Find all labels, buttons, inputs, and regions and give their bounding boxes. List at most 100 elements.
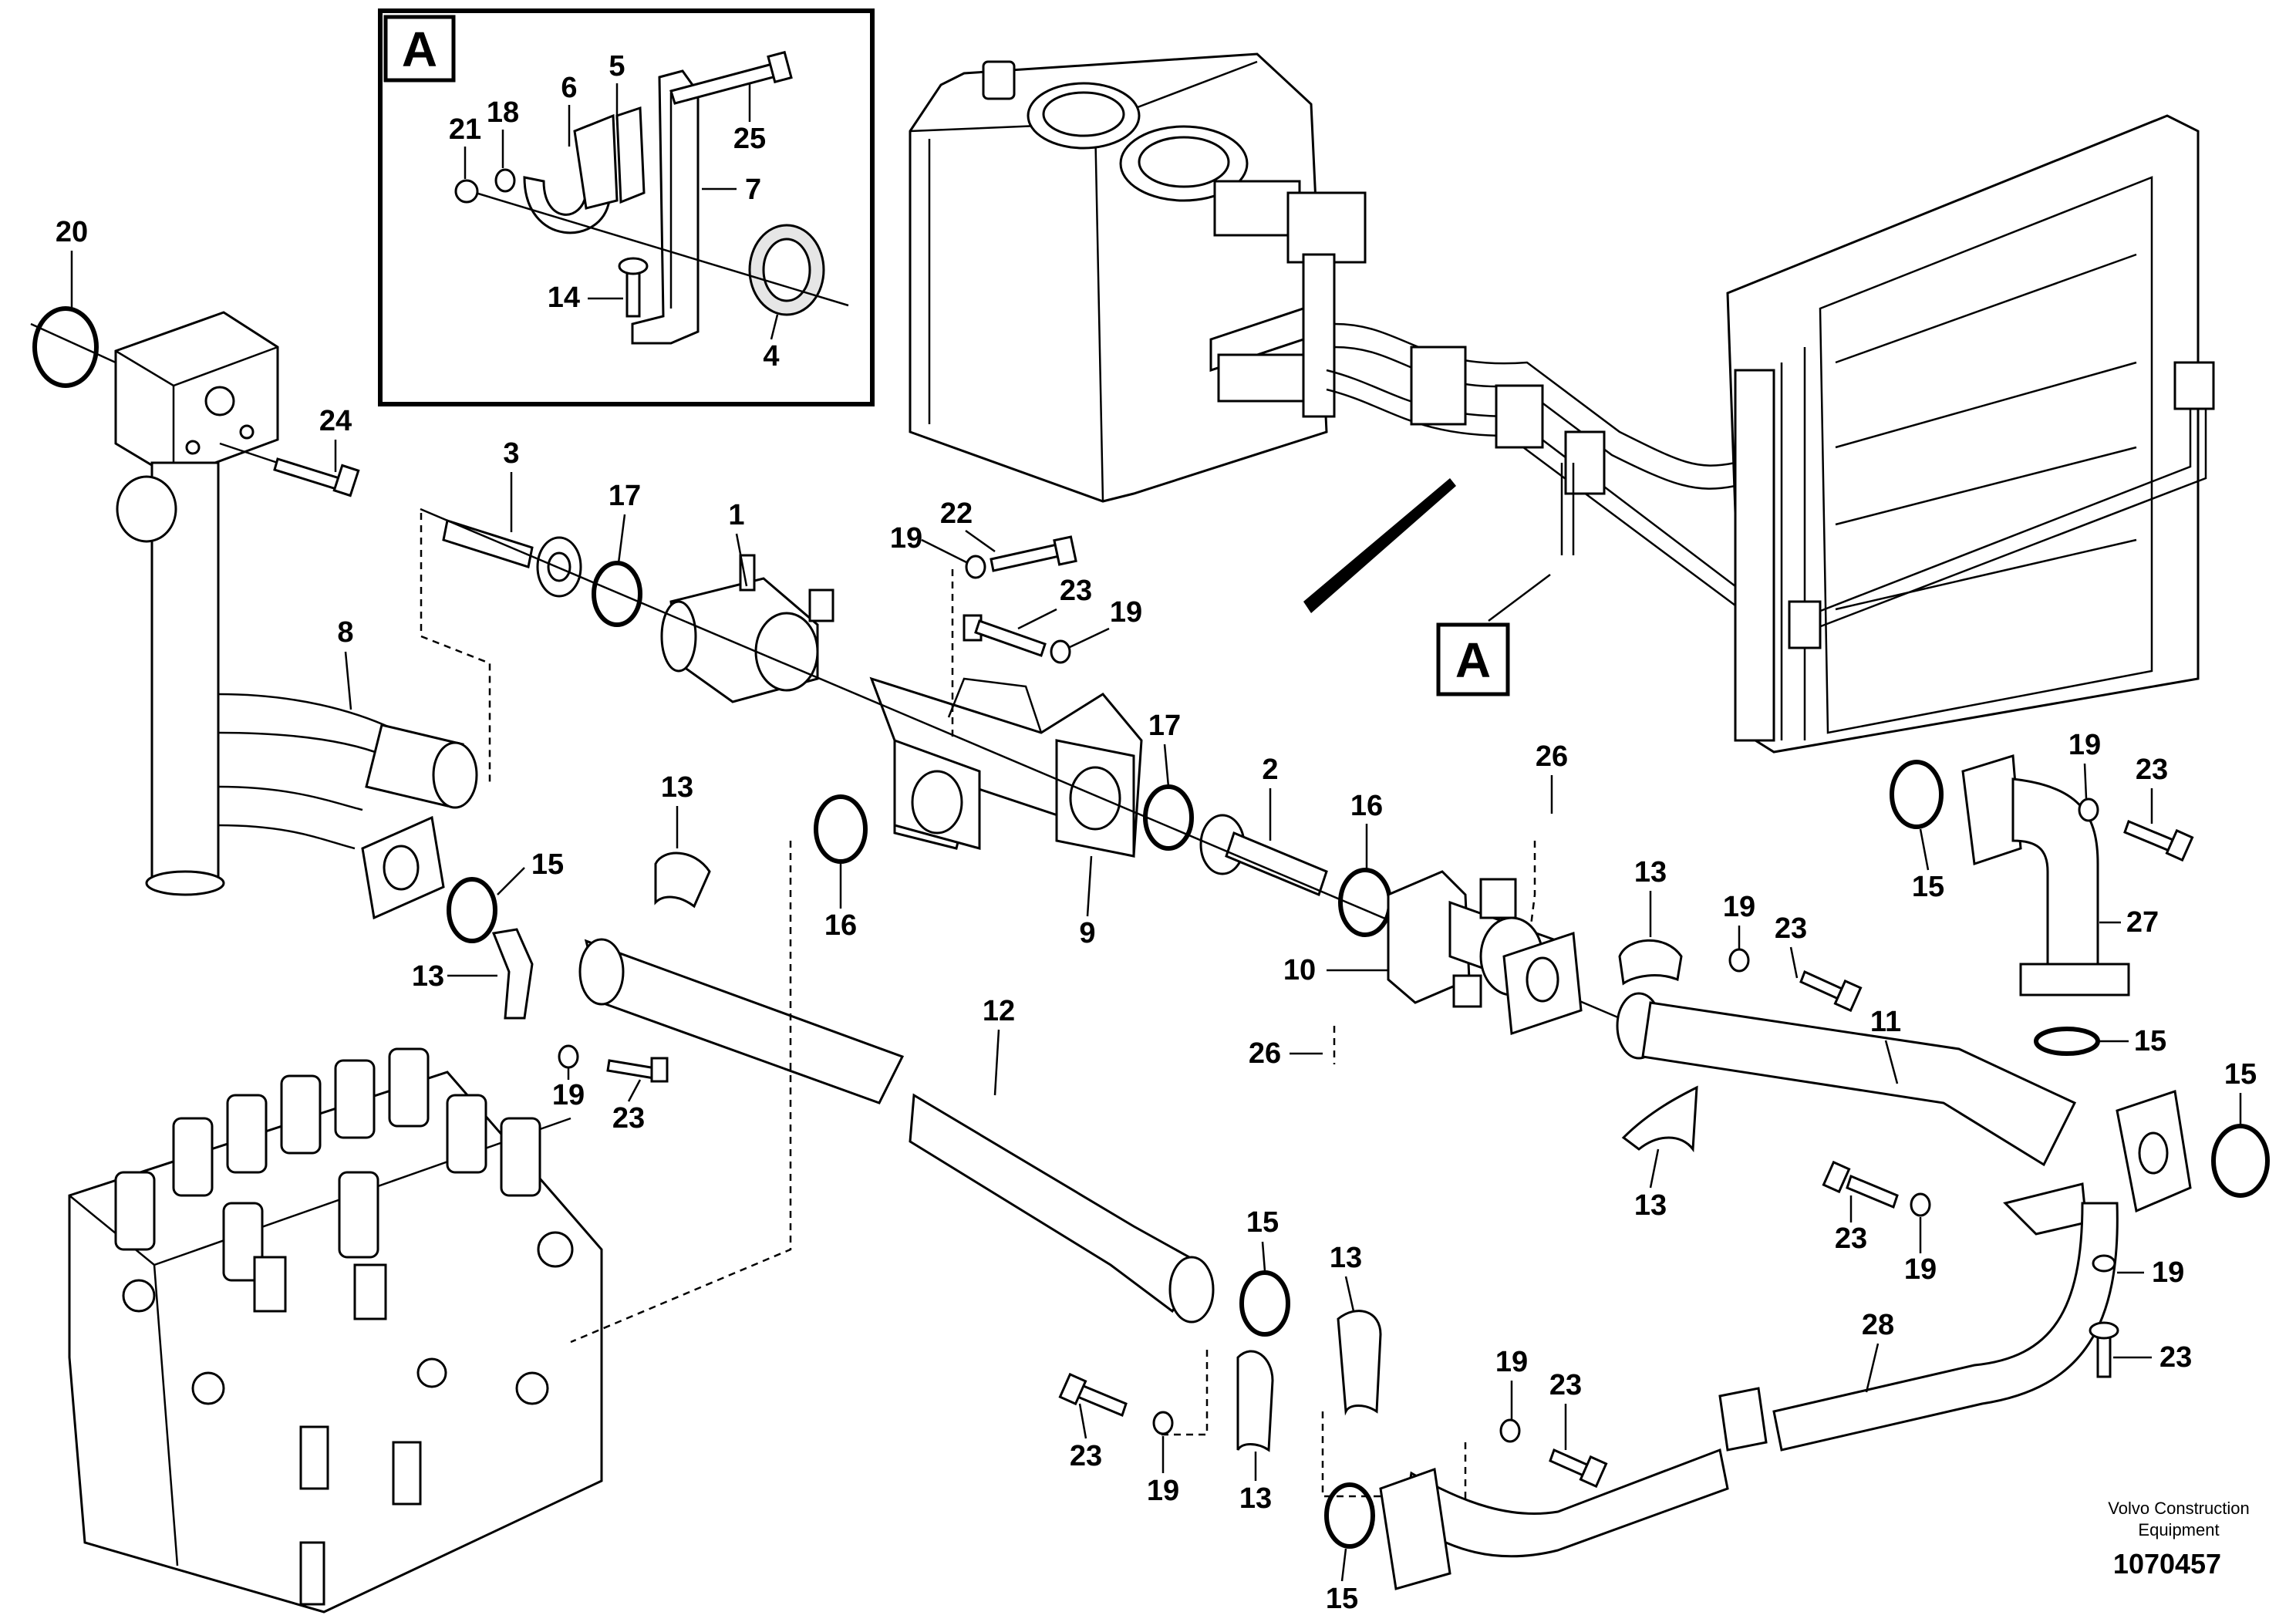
- tee-fitting-part-9: [869, 676, 1143, 858]
- clamp-assembly-part-1: [660, 554, 834, 703]
- label-13f: 13: [1239, 1482, 1272, 1515]
- label-23i: 23: [1070, 1440, 1102, 1472]
- inset-letter-box: [383, 15, 456, 83]
- label-28: 28: [1862, 1309, 1894, 1341]
- label-19h: 19: [1495, 1346, 1528, 1378]
- detail-a-callout: A: [1303, 478, 1551, 696]
- label-26b: 26: [1249, 1037, 1281, 1070]
- flange-half-part-13a: [654, 851, 711, 909]
- label-3: 3: [503, 437, 519, 470]
- label-23h: 23: [1549, 1369, 1582, 1401]
- label-6: 6: [561, 72, 577, 104]
- label-13b: 13: [412, 960, 444, 993]
- flange-part-15-right: [2116, 1090, 2192, 1213]
- label-18: 18: [487, 96, 519, 129]
- label-5: 5: [609, 50, 625, 83]
- o-ring-part-20: [32, 306, 99, 388]
- label-21: 21: [449, 113, 481, 146]
- callout-letter: A: [1455, 632, 1491, 688]
- pipe-part-28: [1379, 1182, 2119, 1590]
- label-12: 12: [983, 995, 1015, 1027]
- label-17: 17: [609, 480, 641, 512]
- label-20: 20: [56, 216, 88, 248]
- valve-part-10: [1387, 870, 1583, 1036]
- label-15c: 15: [1326, 1583, 1358, 1615]
- label-19d: 19: [2068, 729, 2101, 761]
- inset-letter: A: [402, 22, 437, 77]
- label-26a: 26: [1536, 740, 1568, 773]
- label-16b: 16: [1350, 790, 1383, 822]
- label-24: 24: [319, 405, 352, 437]
- o-ring-part-15f: [2211, 1124, 2270, 1198]
- label-14: 14: [548, 282, 580, 314]
- label-17b: 17: [1148, 710, 1181, 742]
- label-11: 11: [1870, 1006, 1901, 1038]
- label-23f: 23: [1835, 1222, 1867, 1255]
- footer-block: Volvo Construction Equipment 1070457: [2108, 1499, 2249, 1580]
- label-15d: 15: [1912, 871, 1944, 903]
- label-19a: 19: [890, 522, 922, 555]
- label-10: 10: [1283, 954, 1316, 986]
- o-ring-part-15a: [447, 877, 497, 943]
- hose-part-12: [578, 938, 1215, 1324]
- washer-part-18: [494, 168, 516, 193]
- bolt-washer-set-23-19: [558, 798, 2194, 1489]
- label-13d: 13: [1634, 1189, 1667, 1222]
- drawing-number: 1070457: [2113, 1548, 2221, 1580]
- label-23d: 23: [2136, 754, 2168, 786]
- label-19b: 19: [1110, 596, 1142, 629]
- nut-part-21: [454, 179, 479, 204]
- label-23e: 23: [612, 1102, 645, 1135]
- label-13a: 13: [661, 771, 693, 804]
- label-19f: 19: [1904, 1253, 1937, 1286]
- label-7: 7: [745, 174, 761, 206]
- flange-half-part-13f: [1236, 1350, 1274, 1452]
- label-4: 4: [763, 340, 779, 373]
- clamp-plate-part-5: [573, 113, 619, 210]
- o-ring-part-16a: [814, 794, 868, 864]
- bolt-part-22: [965, 535, 1077, 579]
- label-15a: 15: [531, 848, 564, 881]
- flange-half-part-13b: [491, 928, 534, 1020]
- o-ring-part-15d: [1890, 760, 1944, 829]
- label-27: 27: [2126, 906, 2159, 939]
- label-19g: 19: [2152, 1256, 2184, 1289]
- return-manifold: [114, 311, 478, 920]
- bolt-part-23-top: [963, 614, 1071, 664]
- o-ring-part-15c: [1324, 1482, 1375, 1549]
- flange-half-part-13d: [1621, 1085, 1698, 1153]
- oil-cooler: [1726, 114, 2215, 754]
- fitting-part-3: [442, 519, 582, 598]
- callout-labels: 20 24 3 17 1 22 19 23 19 8 17 2 26 13 16…: [56, 216, 2257, 1615]
- callout-letter-box: [1436, 622, 1510, 696]
- label-19c: 19: [1723, 891, 1755, 923]
- clamp-plate-part-5b: [615, 106, 646, 204]
- label-8: 8: [337, 616, 353, 649]
- label-23a: 23: [1060, 575, 1092, 607]
- fitting-part-2: [1199, 814, 1328, 897]
- label-23c: 23: [1775, 912, 1807, 945]
- flange-half-part-13e: [1337, 1310, 1382, 1416]
- tank-to-cooler-pipes: [1326, 322, 1736, 607]
- label-15b: 15: [1246, 1206, 1279, 1239]
- flange-half-part-13c: [1618, 939, 1683, 986]
- label-13e: 13: [1330, 1242, 1362, 1274]
- hose-part-11: [1616, 992, 2077, 1167]
- label-19e: 19: [552, 1079, 585, 1111]
- label-15e: 15: [2134, 1025, 2166, 1057]
- footer-company-line2: Equipment: [2138, 1520, 2219, 1539]
- elbow-part-27: [1961, 754, 2130, 996]
- label-19i: 19: [1147, 1475, 1179, 1507]
- bolt-part-24: [219, 442, 360, 497]
- bracket-part-7: [631, 69, 700, 345]
- main-control-valve: [68, 1047, 603, 1614]
- hydraulic-tank: [909, 52, 1367, 503]
- label-16a: 16: [824, 909, 857, 942]
- o-ring-part-15b: [1239, 1270, 1290, 1337]
- label-23g: 23: [2159, 1341, 2192, 1374]
- o-ring-part-15e: [2034, 1027, 2100, 1056]
- label-13c: 13: [1634, 856, 1667, 889]
- detail-a-inset: A 21 18 6 5 25 7 14 4: [378, 8, 875, 406]
- footer-company-line1: Volvo Construction: [2108, 1499, 2249, 1518]
